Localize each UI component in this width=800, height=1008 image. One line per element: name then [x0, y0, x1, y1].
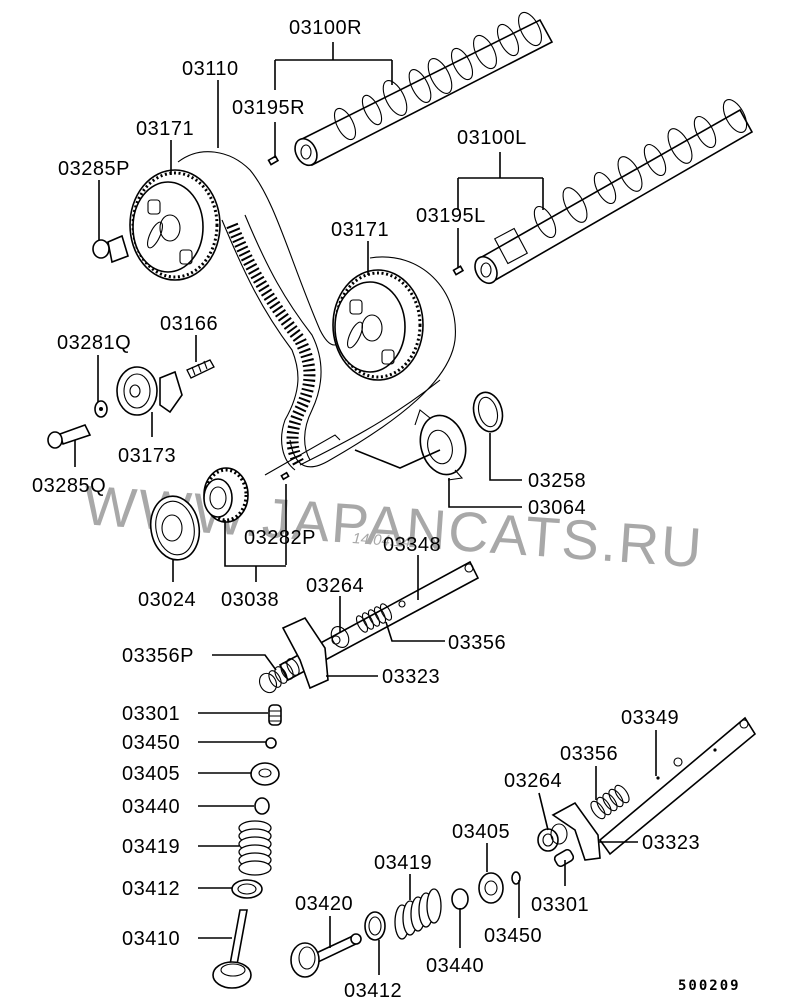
rocker-shaft-upper-drawing — [258, 560, 480, 694]
valve-stack-left-drawing — [212, 704, 282, 989]
callout-labels: 03100R 03110 03195R 03171 03285P 03100L … — [32, 17, 741, 1002]
callout-03301: 03301 — [122, 703, 180, 725]
callout-03348: 03348 — [383, 534, 441, 556]
callout-03323-lower: 03323 — [642, 832, 700, 854]
crank-sprocket-drawing — [149, 434, 341, 561]
sprocket-upper-drawing — [129, 169, 221, 281]
tensioner-drawing — [47, 359, 215, 449]
callout-03356: 03356 — [448, 632, 506, 654]
callout-03405-lower: 03405 — [452, 821, 510, 843]
bolt-03285p-drawing — [92, 234, 129, 264]
callout-03110: 03110 — [182, 58, 239, 80]
callout-03412: 03412 — [122, 878, 180, 900]
callout-03171-center: 03171 — [331, 219, 389, 241]
callout-03349: 03349 — [621, 707, 679, 729]
callout-03264-lower: 03264 — [504, 770, 562, 792]
callout-03356-lower: 03356 — [560, 743, 618, 765]
callout-03285Q: 03285Q — [32, 475, 106, 497]
callout-03173: 03173 — [118, 445, 176, 467]
callout-03281Q: 03281Q — [57, 332, 131, 354]
callout-03412-lower: 03412 — [344, 980, 402, 1002]
callout-03440-lower: 03440 — [426, 955, 484, 977]
callout-03419: 03419 — [122, 836, 180, 858]
callout-03100L: 03100L — [457, 127, 527, 149]
callout-03410: 03410 — [122, 928, 180, 950]
callout-03450: 03450 — [122, 732, 180, 754]
callout-03285P: 03285P — [58, 158, 130, 180]
callout-03264: 03264 — [306, 575, 364, 597]
callout-03195R: 03195R — [232, 97, 305, 119]
callout-03195L: 03195L — [416, 205, 486, 227]
callout-03420: 03420 — [295, 893, 353, 915]
camshaft-left-drawing — [452, 99, 754, 285]
callout-03356P: 03356P — [122, 645, 194, 667]
sprocket-center-drawing — [332, 269, 424, 381]
callout-03166: 03166 — [160, 313, 218, 335]
callout-03440: 03440 — [122, 796, 180, 818]
timing-belt-drawing — [177, 151, 456, 471]
callout-03301-lower: 03301 — [531, 894, 589, 916]
rocker-shaft-lower-drawing — [537, 716, 757, 861]
callout-03171-upper: 03171 — [136, 118, 194, 140]
callout-03323: 03323 — [382, 666, 440, 688]
callout-03038: 03038 — [221, 589, 279, 611]
callout-03100R: 03100R — [289, 17, 362, 39]
callout-03405: 03405 — [122, 763, 180, 785]
callout-03024: 03024 — [138, 589, 196, 611]
callout-03282P: 03282P — [244, 527, 316, 549]
callout-03419-lower: 03419 — [374, 852, 432, 874]
watermark-date: 14.04.14 — [352, 530, 411, 551]
seals-drawing — [414, 391, 504, 481]
camshaft-right-drawing — [267, 11, 554, 167]
figure-number: 500209 — [678, 978, 741, 994]
callout-03450-lower: 03450 — [484, 925, 542, 947]
leader-lines — [74, 42, 657, 975]
valve-stack-right-drawing — [290, 848, 575, 978]
callout-03258: 03258 — [528, 470, 586, 492]
callout-03064: 03064 — [528, 497, 586, 519]
